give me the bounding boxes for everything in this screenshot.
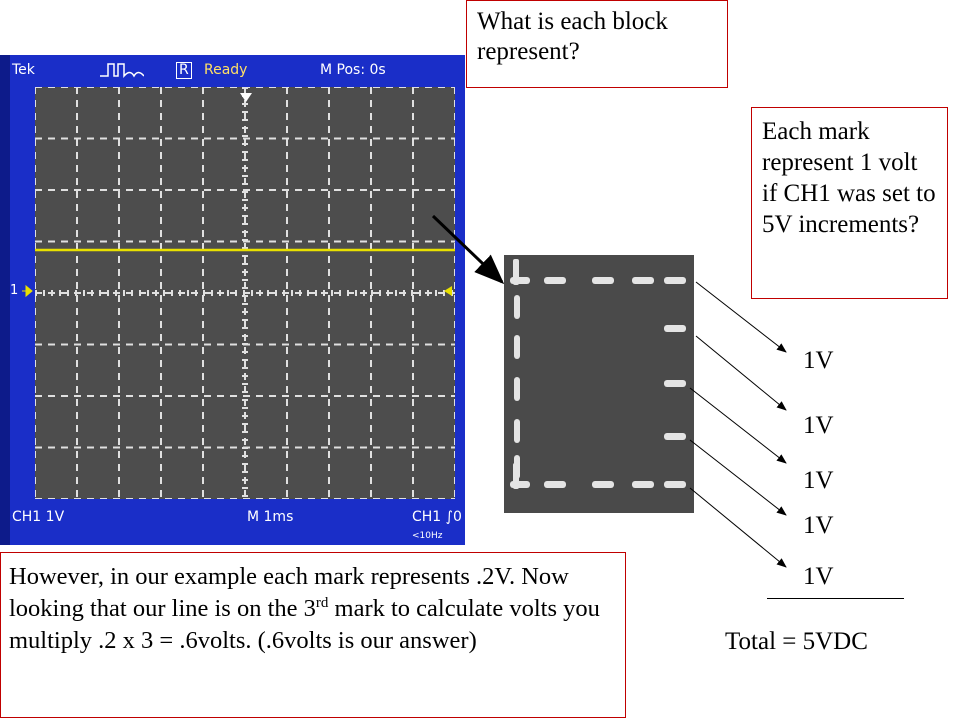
zoom-top-mark [632,277,654,284]
zoom-top-mark [592,277,614,284]
sum-rule [767,598,904,599]
volt-label: 1V [803,467,834,494]
volt-label: 1V [803,512,834,539]
channel-1-arrow-icon [22,284,36,303]
timebase: M 1ms [247,509,294,525]
total-label: Total = 5VDC [725,628,868,655]
ch1-scale: CH1 1V [12,509,65,525]
channel-1-marker-label: 1 [10,283,19,298]
scope-status-bar: Tek R Ready M Pos: 0s [0,55,465,85]
scope-left-edge [0,55,10,545]
zoomed-grid-marks [510,259,686,489]
scope-settings-bar: CH1 1V M 1ms CH1 ∫0 <10Hz [0,507,465,545]
zoom-bottom-mark [664,481,686,488]
answer-text-part1: However, in our example each mark repres… [9,563,569,622]
zoom-corner-mark [513,463,519,489]
answer-callout: However, in our example each mark repres… [0,552,626,718]
volt-label: 1V [803,412,834,439]
trigger-level-arrow-icon [442,284,456,303]
mark-arrow-2 [695,335,787,411]
zoom-left-mark [514,377,520,401]
zoom-arrow [431,214,505,285]
question-callout: What is each block represent? [466,0,728,88]
trigger-waveform-icon [100,61,145,83]
scope-brand: Tek [12,62,35,78]
mark-arrow-5 [689,487,787,568]
zoom-top-mark [544,277,566,284]
mark-arrow-1 [695,281,787,353]
zoom-right-mark [664,325,686,332]
zoom-corner-mark [513,259,519,285]
trigger-state-badge: R [176,62,192,79]
scope-position: M Pos: 0s [320,62,386,78]
frequency-hint: <10Hz [412,531,443,541]
answer-ordinal-suffix: rd [315,594,329,611]
trigger-info: CH1 ∫0 [412,509,462,525]
mark-arrow-4 [689,439,787,516]
zoom-left-mark [514,335,520,359]
mark-value-callout: Each mark represent 1 volt if CH1 was se… [751,107,948,299]
zoom-top-mark [664,277,686,284]
answer-text-part2: mark to calculate volts you multiply .2 … [9,595,600,654]
volt-label: 1V [803,563,834,590]
mark-arrow-3 [689,387,787,464]
trigger-position-arrow-icon [238,89,254,110]
scope-status: Ready [204,62,248,78]
volt-label: 1V [803,347,834,374]
zoom-left-mark [514,295,520,319]
zoom-right-mark [664,433,686,440]
graticule-lines [35,87,455,499]
zoom-bottom-mark [544,481,566,488]
scope-graticule [35,87,455,499]
oscilloscope-screenshot: Tek R Ready M Pos: 0s 1 CH1 1V M 1ms CH1… [0,55,465,545]
zoom-left-mark [514,419,520,443]
zoomed-grid-block [504,255,694,513]
zoom-bottom-mark [592,481,614,488]
zoom-bottom-mark [632,481,654,488]
zoom-right-mark [664,380,686,387]
